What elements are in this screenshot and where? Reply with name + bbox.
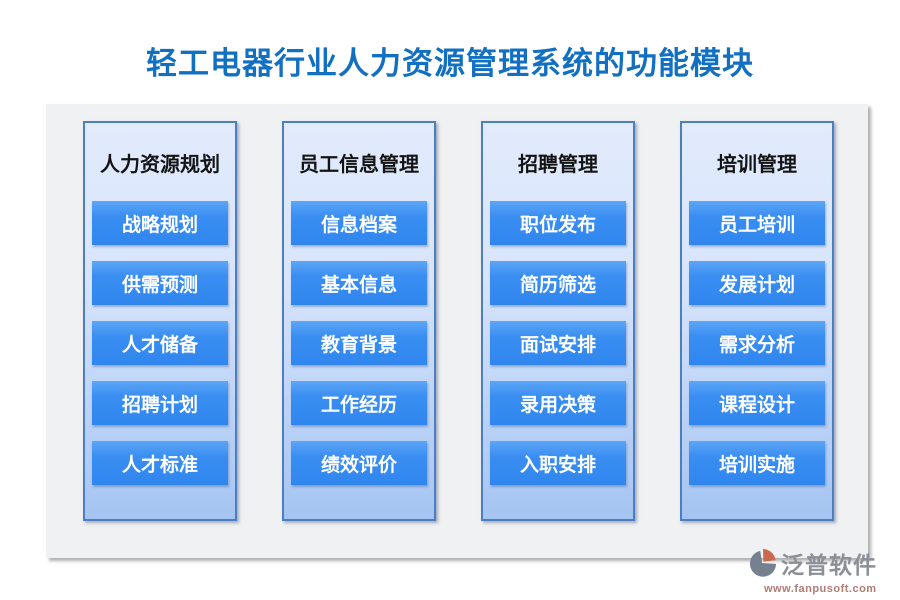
module-node: 员工培训 bbox=[689, 201, 825, 245]
module-node: 绩效评价 bbox=[291, 441, 427, 485]
module-node: 职位发布 bbox=[490, 201, 626, 245]
module-node: 培训实施 bbox=[689, 441, 825, 485]
module-column-recruitment: 招聘管理 职位发布 简历筛选 面试安排 录用决策 入职安排 bbox=[481, 121, 635, 521]
module-node: 工作经历 bbox=[291, 381, 427, 425]
module-node: 录用决策 bbox=[490, 381, 626, 425]
column-title: 培训管理 bbox=[717, 153, 797, 176]
module-node: 发展计划 bbox=[689, 261, 825, 305]
module-node: 入职安排 bbox=[490, 441, 626, 485]
module-columns: 人力资源规划 战略规划 供需预测 人才储备 招聘计划 人才标准 员工信息管理 信… bbox=[83, 121, 834, 521]
module-node: 供需预测 bbox=[92, 261, 228, 305]
watermark-url: www.fanpusoft.com bbox=[764, 583, 877, 595]
module-node: 需求分析 bbox=[689, 321, 825, 365]
module-column-employee-info: 员工信息管理 信息档案 基本信息 教育背景 工作经历 绩效评价 bbox=[282, 121, 436, 521]
watermark: 泛普软件 www.fanpusoft.com bbox=[748, 549, 898, 595]
module-node: 人才储备 bbox=[92, 321, 228, 365]
module-node: 招聘计划 bbox=[92, 381, 228, 425]
column-title: 人力资源规划 bbox=[100, 153, 220, 176]
module-node: 教育背景 bbox=[291, 321, 427, 365]
diagram-panel: 人力资源规划 战略规划 供需预测 人才储备 招聘计划 人才标准 员工信息管理 信… bbox=[46, 104, 868, 558]
module-column-training: 培训管理 员工培训 发展计划 需求分析 课程设计 培训实施 bbox=[680, 121, 834, 521]
watermark-brand: 泛普软件 bbox=[781, 552, 877, 578]
module-node: 基本信息 bbox=[291, 261, 427, 305]
module-node: 简历筛选 bbox=[490, 261, 626, 305]
module-node: 课程设计 bbox=[689, 381, 825, 425]
column-title: 员工信息管理 bbox=[299, 153, 419, 176]
fanpu-logo-icon bbox=[748, 549, 778, 582]
module-node: 战略规划 bbox=[92, 201, 228, 245]
module-node: 人才标准 bbox=[92, 441, 228, 485]
module-column-hr-planning: 人力资源规划 战略规划 供需预测 人才储备 招聘计划 人才标准 bbox=[83, 121, 237, 521]
module-node: 信息档案 bbox=[291, 201, 427, 245]
module-node: 面试安排 bbox=[490, 321, 626, 365]
page-title: 轻工电器行业人力资源管理系统的功能模块 bbox=[146, 46, 754, 81]
column-title: 招聘管理 bbox=[518, 153, 598, 176]
